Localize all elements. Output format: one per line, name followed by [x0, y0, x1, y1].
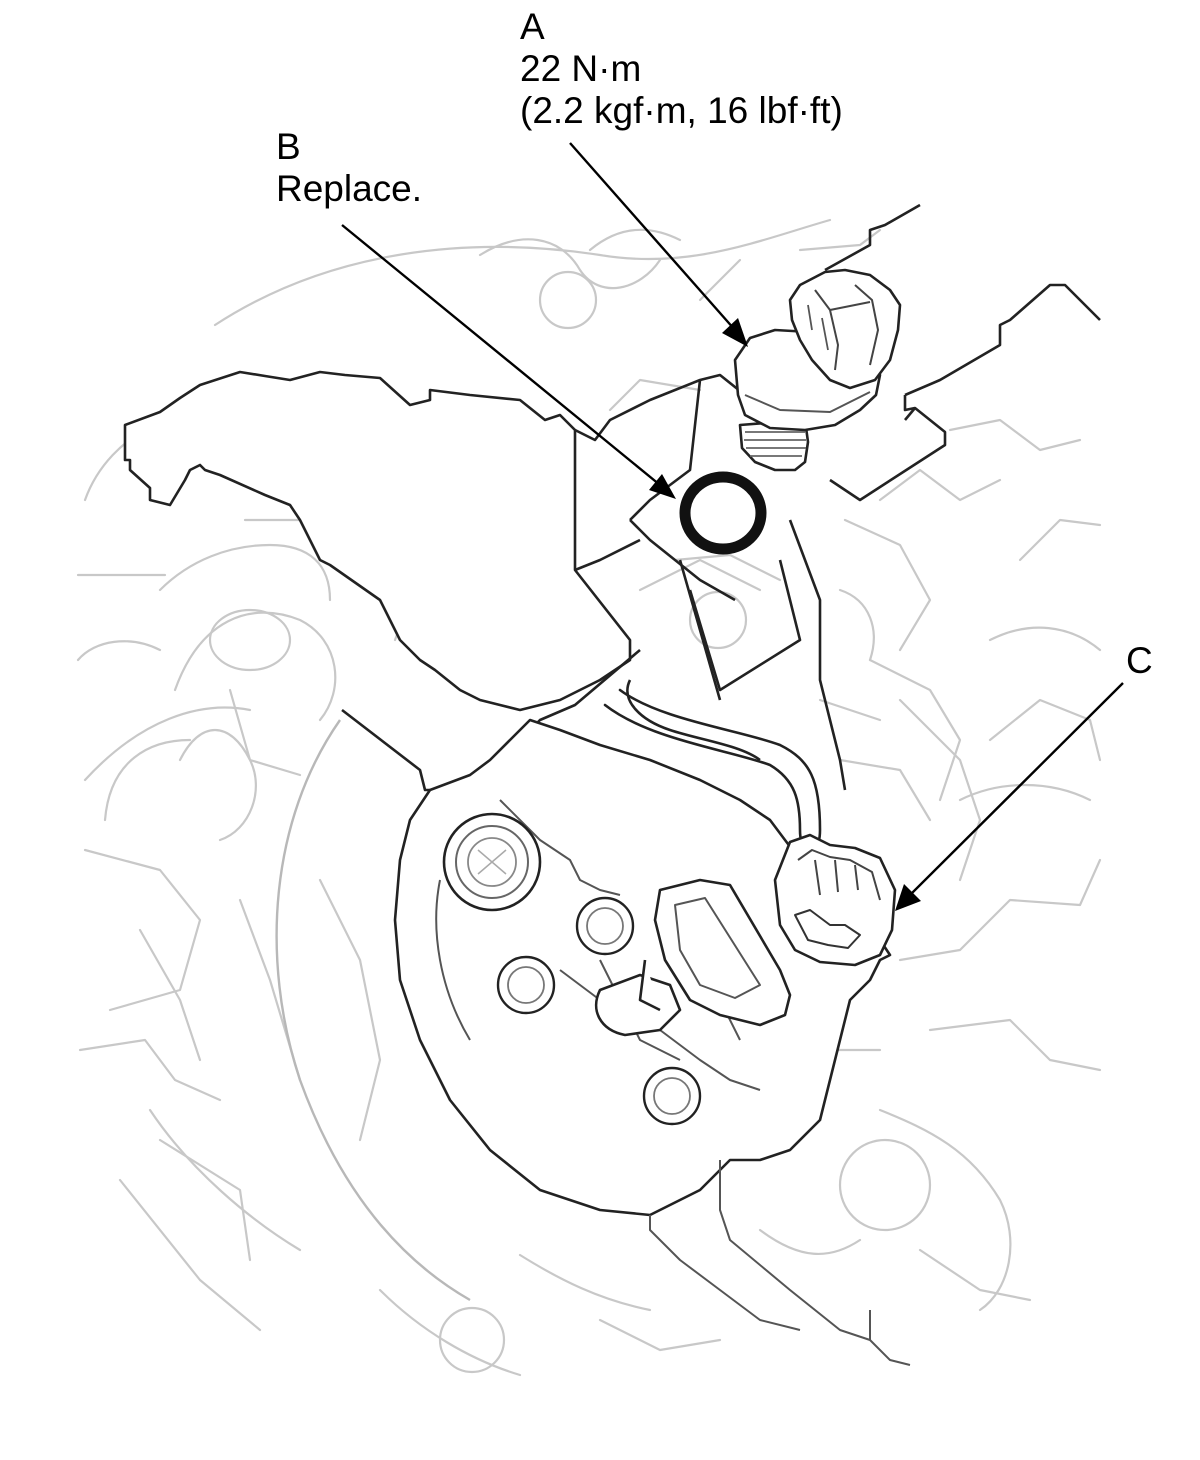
callout-c: C [1126, 640, 1153, 682]
callout-c-letter: C [1126, 640, 1153, 681]
housing-outline [275, 719, 471, 1302]
pressure-switch-a [733, 268, 902, 472]
callout-a: A 22 N·m (2.2 kgf·m, 16 lbf·ft) [520, 6, 843, 132]
mounting-bolt [575, 896, 635, 956]
mounting-bracket [824, 203, 1101, 502]
callout-a-torque-alt: (2.2 kgf·m, 16 lbf·ft) [520, 90, 843, 131]
callout-b-note: Replace. [276, 168, 423, 209]
callout-a-letter: A [520, 6, 545, 47]
drain-plug [442, 812, 542, 912]
leader-arrow-a [569, 142, 748, 347]
connector-c [773, 833, 897, 967]
tube-fitting [594, 878, 792, 1037]
o-ring-b [679, 471, 767, 555]
leader-arrow-b [341, 224, 676, 499]
transmission-case-cover [123, 370, 632, 712]
mounting-bolt [642, 1066, 702, 1126]
callout-b: B Replace. [276, 126, 422, 210]
callout-a-torque: 22 N·m [520, 48, 642, 89]
lower-valve-body [393, 718, 892, 1217]
callout-b-letter: B [276, 126, 301, 167]
leader-arrow-c [895, 682, 1124, 911]
mounting-bolt [496, 955, 556, 1015]
